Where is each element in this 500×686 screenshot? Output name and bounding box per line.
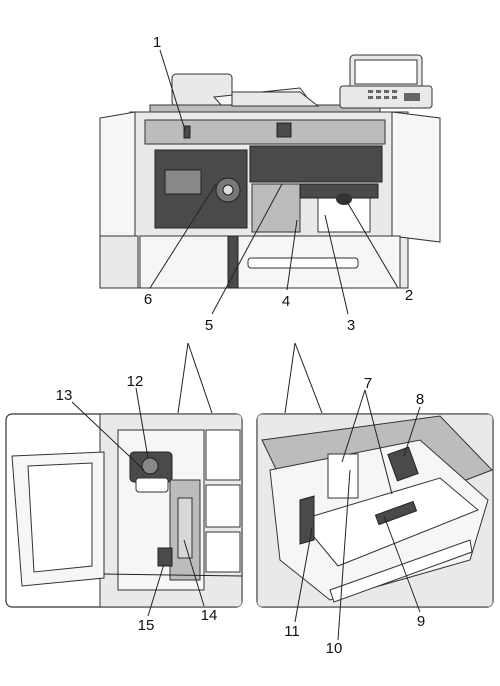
callout-13: 13 <box>56 387 73 404</box>
callout-6: 6 <box>144 291 152 308</box>
callout-12: 12 <box>127 373 144 390</box>
main-switch-part <box>183 125 191 139</box>
release-lever <box>157 547 173 567</box>
callout-2: 2 <box>405 287 413 304</box>
machine-overview <box>99 54 441 289</box>
callout-8: 8 <box>416 391 424 408</box>
callout-11: 11 <box>284 623 300 640</box>
callout-15: 15 <box>138 617 155 634</box>
callout-3: 3 <box>347 317 355 334</box>
transfer-section <box>249 145 383 183</box>
callout-9: 9 <box>417 613 425 630</box>
rear-guide <box>387 446 419 482</box>
callout-labels: 1 2 3 4 5 6 7 8 9 10 11 12 13 14 15 <box>56 34 426 657</box>
left-leader-lines <box>71 387 205 617</box>
fan-part <box>276 122 292 138</box>
callout-7: 7 <box>364 375 372 392</box>
detail-left-panel <box>5 413 243 608</box>
top-leader-lines <box>149 49 399 315</box>
detail-right-panel <box>256 413 494 608</box>
callout-5: 5 <box>205 317 213 334</box>
callout-10: 10 <box>326 640 343 657</box>
callout-1: 1 <box>153 34 161 51</box>
toner-cartridge <box>129 451 173 493</box>
callout-4: 4 <box>282 293 290 310</box>
side-guide <box>327 453 359 499</box>
document-feeder <box>149 73 381 114</box>
right-leader-lines <box>294 389 421 641</box>
control-panel <box>339 54 433 109</box>
callout-14: 14 <box>201 607 218 624</box>
right-front-door <box>391 111 441 243</box>
magnifier-lines <box>177 342 323 414</box>
